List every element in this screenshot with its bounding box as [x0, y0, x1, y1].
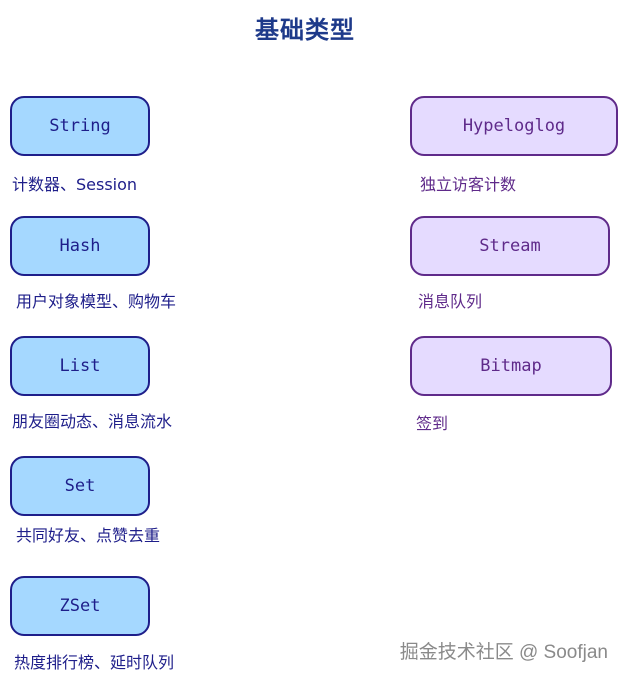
type-desc-bitmap: 签到 — [416, 414, 449, 433]
diagram-title: 基础类型 — [255, 16, 355, 44]
type-box-hash: Hash — [10, 216, 150, 276]
type-desc-set: 共同好友、点赞去重 — [16, 526, 161, 545]
type-desc-zset: 热度排行榜、延时队列 — [14, 653, 175, 672]
type-desc-stream: 消息队列 — [418, 292, 483, 311]
type-desc-string: 计数器、Session — [12, 175, 138, 194]
watermark: 掘金技术社区 @ Soofjan — [399, 642, 608, 663]
type-desc-hyperloglog: 独立访客计数 — [420, 175, 517, 194]
type-box-bitmap: Bitmap — [410, 336, 612, 396]
type-box-list: List — [10, 336, 150, 396]
type-box-hyperloglog: Hypeloglog — [410, 96, 618, 156]
type-desc-hash: 用户对象模型、购物车 — [16, 292, 177, 311]
type-box-zset: ZSet — [10, 576, 150, 636]
type-box-set: Set — [10, 456, 150, 516]
type-box-string: String — [10, 96, 150, 156]
type-desc-list: 朋友圈动态、消息流水 — [12, 412, 173, 431]
type-box-stream: Stream — [410, 216, 610, 276]
